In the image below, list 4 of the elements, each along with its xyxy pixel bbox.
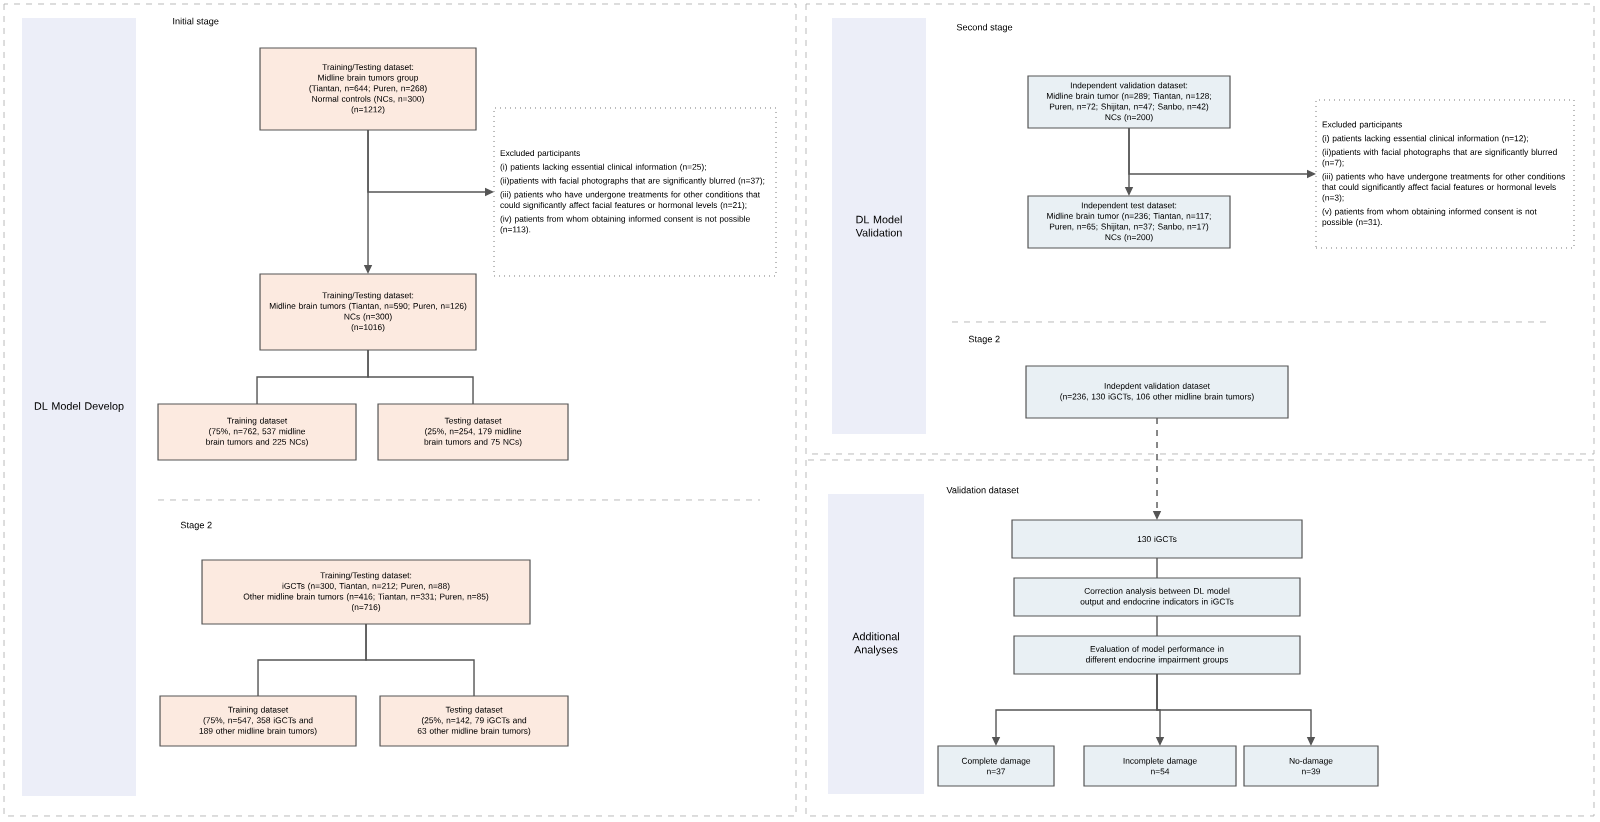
- connector-line: [367, 349, 474, 405]
- connector-line: [1156, 615, 1158, 637]
- connector-line: [1156, 557, 1158, 579]
- connector-line: [365, 623, 475, 697]
